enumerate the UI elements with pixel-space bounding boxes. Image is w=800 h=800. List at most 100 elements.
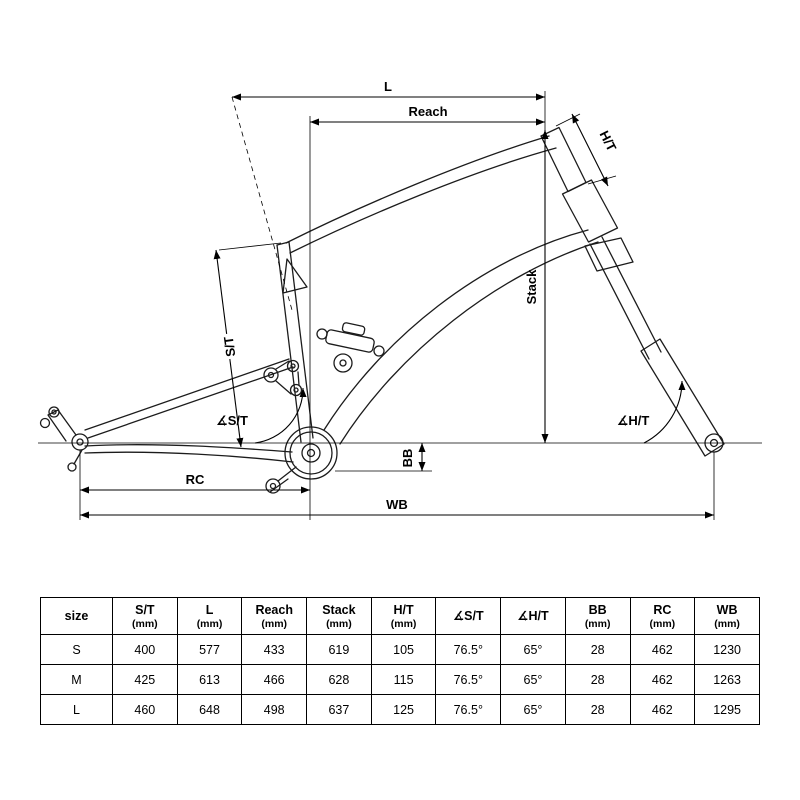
down-tube — [323, 229, 589, 431]
bb-shell — [306, 448, 316, 458]
dim-label-rc: RC — [186, 472, 205, 487]
cell-value: 76.5° — [435, 694, 502, 725]
shock-mount — [316, 328, 328, 340]
cell-value: 1263 — [694, 664, 760, 695]
cell-value: 28 — [564, 664, 631, 695]
derailleur-hanger — [67, 462, 77, 472]
col-header-st: S/T(mm) — [112, 597, 178, 635]
cell-value: 613 — [176, 664, 243, 695]
st-extension — [218, 242, 282, 251]
seat-tube — [276, 244, 302, 443]
cell-size: M — [40, 664, 113, 695]
dim-ht — [571, 113, 609, 187]
cell-value: 433 — [241, 634, 308, 665]
col-header-angle-ht: ∡H/T — [500, 597, 566, 635]
cell-value: 462 — [629, 634, 696, 665]
cell-value: 460 — [112, 694, 178, 725]
pivot — [293, 387, 299, 393]
cell-value: 1295 — [694, 694, 760, 725]
dim-label-angle-ht: ∡H/T — [617, 413, 650, 428]
col-header-ht: H/T(mm) — [370, 597, 437, 635]
ht-extension — [555, 113, 581, 127]
col-header-size: size — [40, 597, 113, 635]
cell-value: 76.5° — [435, 634, 502, 665]
cell-value: 65° — [500, 634, 566, 665]
cell-value: 76.5° — [435, 664, 502, 695]
derailleur-hanger — [73, 449, 83, 465]
dim-label-st: S/T — [221, 336, 239, 358]
fork-stanchion — [589, 243, 650, 360]
seat-tube-top — [276, 241, 290, 246]
brake-mount — [47, 409, 77, 442]
cell-value: 498 — [241, 694, 308, 725]
cell-value: 28 — [564, 694, 631, 725]
chainring — [289, 431, 333, 475]
geometry-table: size S/T(mm) L(mm) Reach(mm) Stack(mm) H… — [40, 597, 760, 725]
rear-axle — [76, 438, 84, 446]
fork-lowers — [640, 338, 725, 457]
rear-shock — [325, 322, 375, 353]
header-row: size S/T(mm) L(mm) Reach(mm) Stack(mm) H… — [40, 597, 760, 635]
bb-shell — [301, 443, 321, 463]
dim-label-wb: WB — [386, 497, 408, 512]
dimension-labels: L Reach Stack H/T S/T ∡S/T ∡H/T BB RC WB — [186, 79, 650, 512]
top-tube — [289, 147, 557, 254]
seat-stay — [87, 366, 294, 439]
dim-label-reach: Reach — [408, 104, 447, 119]
head-block — [561, 179, 619, 243]
cell-value: 400 — [112, 634, 178, 665]
dim-st — [213, 249, 244, 448]
chain-stay — [84, 451, 294, 463]
cell-value: 125 — [370, 694, 437, 725]
dim-label-stack: Stack — [524, 269, 539, 304]
col-header-l: L(mm) — [176, 597, 243, 635]
idler-pulley — [333, 353, 353, 373]
brake-mount — [51, 409, 57, 415]
cell-value: 628 — [306, 664, 372, 695]
lower-pivot — [269, 482, 277, 490]
pivot — [286, 359, 300, 373]
cell-value: 65° — [500, 694, 566, 725]
idler-pulley — [339, 359, 347, 367]
col-header-bb: BB(mm) — [564, 597, 631, 635]
cell-value: 425 — [112, 664, 178, 695]
seat-tube — [288, 241, 314, 439]
rear-axle — [71, 433, 89, 451]
col-header-wb: WB(mm) — [694, 597, 760, 635]
down-tube — [339, 241, 599, 445]
dimension-lines — [38, 91, 762, 520]
gusset — [282, 258, 308, 294]
col-header-angle-st: ∡S/T — [435, 597, 502, 635]
cell-size: S — [40, 634, 113, 665]
cell-value: 577 — [176, 634, 243, 665]
cell-value: 28 — [564, 634, 631, 665]
table-row-size-l: L 460 648 498 637 125 76.5° 65° 28 462 1… — [40, 694, 760, 725]
rocker-link — [275, 360, 300, 395]
dim-label-bb: BB — [400, 449, 415, 468]
dim-label-ht: H/T — [597, 128, 620, 154]
fork-crown — [584, 237, 634, 272]
dim-label-l: L — [384, 79, 392, 94]
angle-arc-ht — [643, 380, 686, 444]
col-header-reach: Reach(mm) — [241, 597, 308, 635]
col-header-rc: RC(mm) — [629, 597, 696, 635]
cell-value: 65° — [500, 664, 566, 695]
pivot — [290, 363, 296, 369]
pivot — [289, 383, 303, 397]
pivot — [263, 367, 279, 383]
frame-drawing — [39, 126, 725, 494]
shock-mount — [373, 345, 385, 357]
col-header-stack: Stack(mm) — [306, 597, 372, 635]
seat-stay — [84, 358, 290, 431]
bike-geometry-diagram: L Reach Stack H/T S/T ∡S/T ∡H/T BB RC WB — [38, 79, 762, 520]
cell-value: 637 — [306, 694, 372, 725]
cell-value: 619 — [306, 634, 372, 665]
cell-value: 115 — [370, 664, 437, 695]
brake-mount — [48, 406, 60, 418]
head-tube — [540, 126, 587, 193]
table-row-size-m: M 425 613 466 628 115 76.5° 65° 28 462 1… — [40, 664, 760, 695]
cell-value: 1230 — [694, 634, 760, 665]
seat-axis-extension — [231, 96, 293, 311]
cell-value: 462 — [629, 664, 696, 695]
